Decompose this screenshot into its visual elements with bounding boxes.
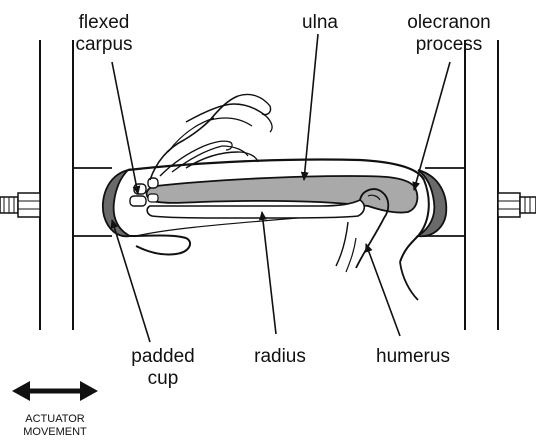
label-ulna: ulna (302, 12, 338, 33)
right-bolt (498, 193, 536, 217)
ulna-pointer (304, 34, 318, 180)
left-padded-cup (103, 170, 130, 236)
caption-movement: MOVEMENT (23, 426, 87, 438)
cup-pointer (112, 220, 150, 342)
label-olecranon: olecranon (407, 12, 490, 33)
right-frame-plate (465, 40, 498, 330)
label-carpus: carpus (75, 34, 132, 55)
olecranon-pointer (414, 62, 450, 190)
caption-actuator: ACTUATOR (25, 413, 85, 425)
label-radius: radius (254, 346, 306, 367)
humerus-pointer (366, 244, 400, 336)
label-humerus: humerus (376, 346, 450, 367)
double-headed-arrow-icon (12, 381, 98, 401)
radius-pointer (262, 212, 276, 334)
actuator-movement-indicator: ACTUATOR MOVEMENT (12, 381, 98, 438)
right-padded-cup (418, 170, 446, 236)
label-flexed: flexed (79, 12, 130, 33)
label-padded: padded (131, 346, 194, 367)
hex-nut-icon (520, 197, 536, 213)
left-frame-plate (40, 40, 73, 330)
left-bolt (0, 193, 40, 217)
label-process: process (416, 34, 483, 55)
label-cup: cup (148, 368, 179, 389)
